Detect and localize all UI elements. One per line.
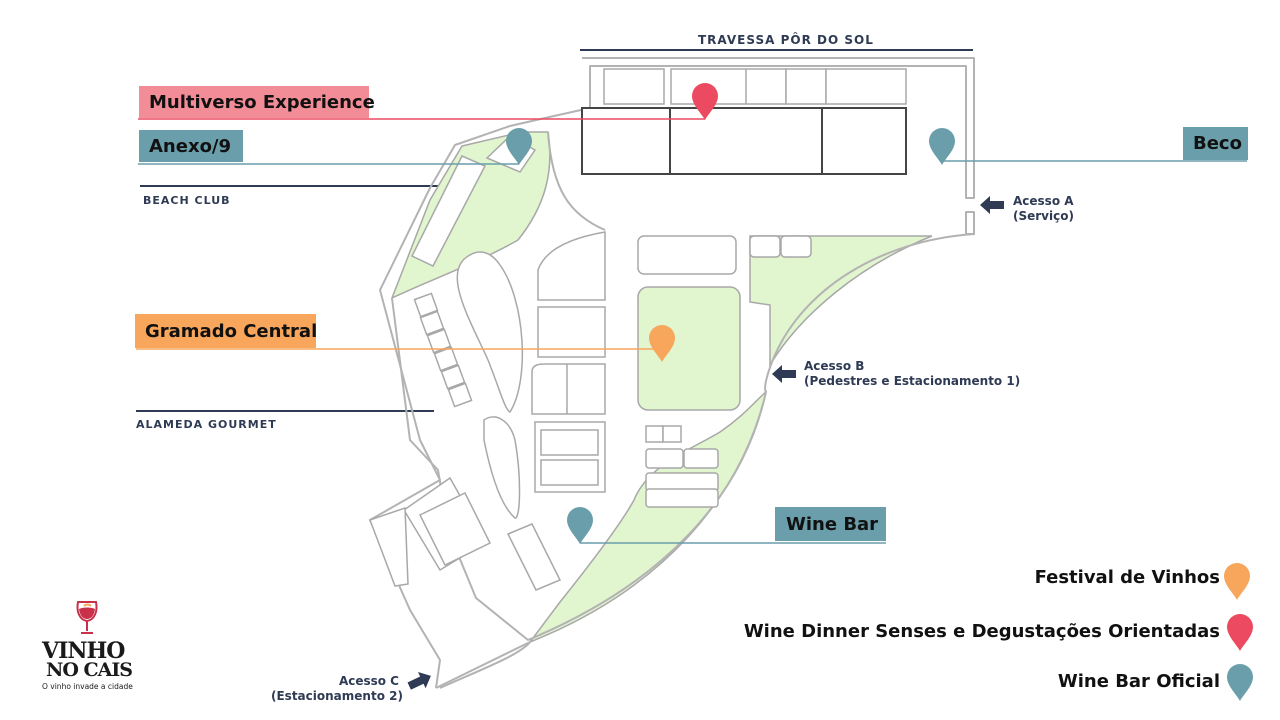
access-b-title: Acesso B [804, 359, 865, 373]
block-west-4a [540, 429, 599, 456]
access-a-arrow-icon [980, 196, 1004, 214]
logo-text-vinho: VINHO [42, 638, 125, 664]
block-west-3 [531, 363, 606, 415]
island-south [483, 416, 521, 519]
logo-tagline: O vinho invade a cidade [42, 682, 133, 691]
access-c-line [439, 641, 531, 689]
street-label-beach-club: BEACH CLUB [143, 194, 231, 207]
access-c-title: Acesso C [338, 674, 399, 688]
stall-2 [662, 425, 682, 443]
access-b-subtitle: (Pedestres e Estacionamento 1) [804, 374, 1021, 388]
access-c-label: Acesso C (Estacionamento 2) [271, 674, 403, 704]
building-top-3 [785, 68, 827, 105]
stall-6 [645, 488, 719, 508]
legend-pin-teal-icon [1227, 664, 1253, 701]
stall-row-west [413, 292, 473, 408]
boundary-south [435, 641, 531, 689]
building-south-2 [418, 491, 492, 567]
block-west-4b [540, 459, 599, 486]
stall-4 [683, 448, 719, 469]
access-c-subtitle: (Estacionamento 2) [271, 689, 403, 703]
building-top-2 [670, 68, 787, 105]
logo-text-no-cais: NO CAIS [46, 659, 133, 681]
kiosk-2 [780, 235, 812, 258]
venue-tag-wine-bar[interactable]: Wine Bar [775, 507, 886, 541]
access-b-arrow-icon [772, 365, 796, 383]
street-label-top: TRAVESSA PÔR DO SOL [698, 33, 874, 47]
access-c-arrow-icon [405, 667, 435, 695]
hall-multiverso [581, 107, 907, 175]
buildings [369, 68, 907, 591]
access-a-title: Acesso A [1013, 194, 1074, 208]
road-curve-east [764, 233, 976, 393]
venue-tag-anexo[interactable]: Anexo/9 [139, 130, 243, 162]
pavilion-top [637, 235, 737, 275]
access-a-label: Acesso A (Serviço) [1013, 194, 1074, 224]
building-south-3 [369, 506, 409, 587]
inner-boundary [391, 297, 767, 641]
venue-tag-multiverso[interactable]: Multiverso Experience [139, 86, 375, 118]
access-b-label: Acesso B (Pedestres e Estacionamento 1) [804, 359, 1020, 389]
legend-pin-orange-icon [1224, 563, 1250, 600]
legend-label-festival: Festival de Vinhos [1034, 567, 1220, 588]
venue-tag-gramado[interactable]: Gramado Central [135, 314, 317, 348]
block-west-upper [537, 231, 606, 301]
legend-label-dinner: Wine Dinner Senses e Degustações Orienta… [743, 621, 1220, 642]
access-a-gate [965, 211, 975, 235]
building-top-4 [825, 68, 907, 105]
venue-tag-beco[interactable]: Beco [1183, 127, 1248, 160]
leader-lines [136, 118, 1247, 544]
brand-logo: VINHO NO CAIS O vinho invade a cidade [40, 598, 140, 698]
building-beach-club-strip [410, 155, 487, 267]
legend-label-wine-bar: Wine Bar Oficial [1057, 671, 1220, 692]
wine-glass-icon [76, 601, 98, 634]
stall-3 [645, 448, 684, 469]
island-leaf [456, 251, 524, 413]
legend-pin-red-icon [1227, 614, 1253, 651]
building-south-4 [506, 523, 562, 591]
street-label-alameda: ALAMEDA GOURMET [136, 418, 277, 431]
building-top-1 [603, 68, 665, 105]
pin-wine-bar-teal[interactable] [567, 507, 593, 544]
pin-beco-teal[interactable] [929, 128, 955, 165]
access-a-subtitle: (Serviço) [1013, 209, 1074, 223]
kiosk-1 [749, 235, 781, 258]
stall-1 [645, 425, 664, 443]
road-top-curve [547, 131, 606, 231]
